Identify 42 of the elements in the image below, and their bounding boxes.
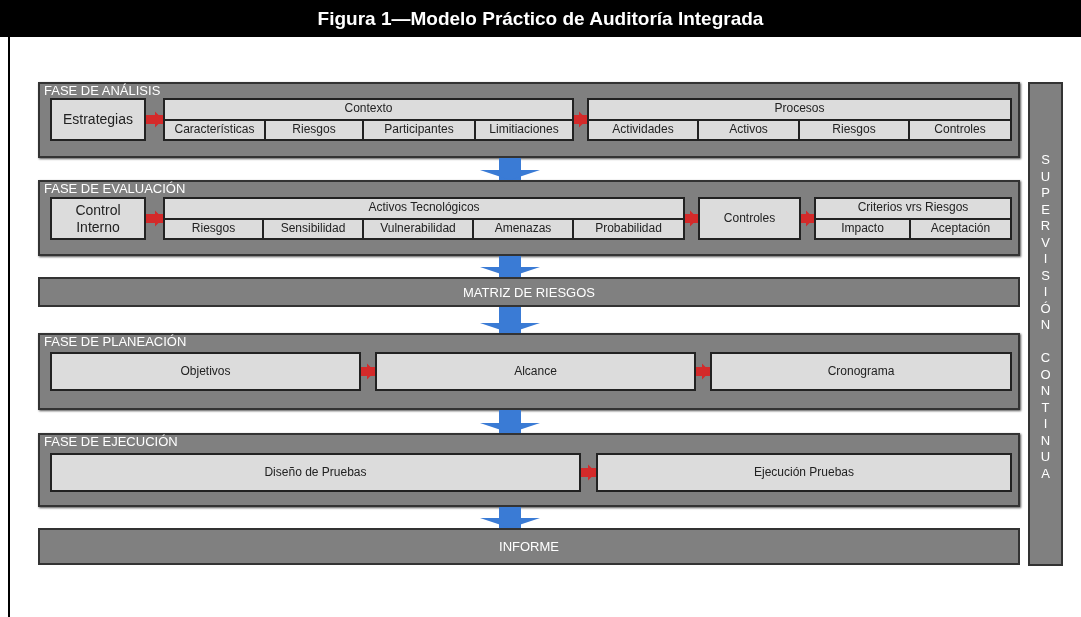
- phase-panel: [38, 333, 1020, 410]
- stage-bar: INFORME: [38, 528, 1020, 565]
- phase-heading: FASE DE EJECUCIÓN: [44, 434, 178, 449]
- side-bar: [1028, 82, 1063, 566]
- arrow: [480, 256, 540, 277]
- phase-panel: [38, 82, 1020, 158]
- arrow: [696, 363, 710, 380]
- phase-panel: [38, 433, 1020, 507]
- arrow: [574, 111, 587, 128]
- group-heading: Contexto: [343, 100, 394, 117]
- arrow: [801, 210, 814, 227]
- process-box: Estrategias: [50, 98, 146, 141]
- group-box: [814, 197, 1012, 240]
- group-box: [587, 98, 1012, 141]
- title-banner: Figura 1—Modelo Práctico de Auditoría Integrada: [0, 0, 1081, 37]
- arrow: [146, 210, 163, 227]
- phase-heading: FASE DE ANÁLISIS: [44, 83, 161, 98]
- phase-panel: [38, 180, 1020, 256]
- process-box: Alcance: [375, 352, 696, 391]
- arrow: [146, 111, 163, 128]
- process-box: Ejecución Pruebas: [596, 453, 1012, 492]
- group-heading: Procesos: [773, 100, 826, 117]
- group-box: [163, 197, 685, 240]
- phase-heading: FASE DE PLANEACIÓN: [44, 334, 187, 349]
- group-heading: Activos Tecnológicos: [367, 199, 481, 216]
- arrow: [480, 307, 540, 333]
- vertical-label: SUPERVISIÓN CONTINUA: [1039, 152, 1052, 483]
- arrow: [480, 158, 540, 180]
- arrow: [581, 464, 596, 481]
- arrow: [361, 363, 375, 380]
- process-box: Cronograma: [710, 352, 1012, 391]
- group-box: [163, 98, 574, 141]
- arrow: [480, 507, 540, 528]
- process-box: Controles: [698, 197, 801, 240]
- phase-heading: FASE DE EVALUACIÓN: [44, 181, 186, 196]
- process-box: Objetivos: [50, 352, 361, 391]
- arrow: [480, 410, 540, 433]
- stage-bar: MATRIZ DE RIESGOS: [38, 277, 1020, 307]
- process-box: Diseño de Pruebas: [50, 453, 581, 492]
- arrow: [685, 210, 698, 227]
- group-heading: Criterios vrs Riesgos: [856, 199, 970, 216]
- process-box: Control Interno: [50, 197, 146, 240]
